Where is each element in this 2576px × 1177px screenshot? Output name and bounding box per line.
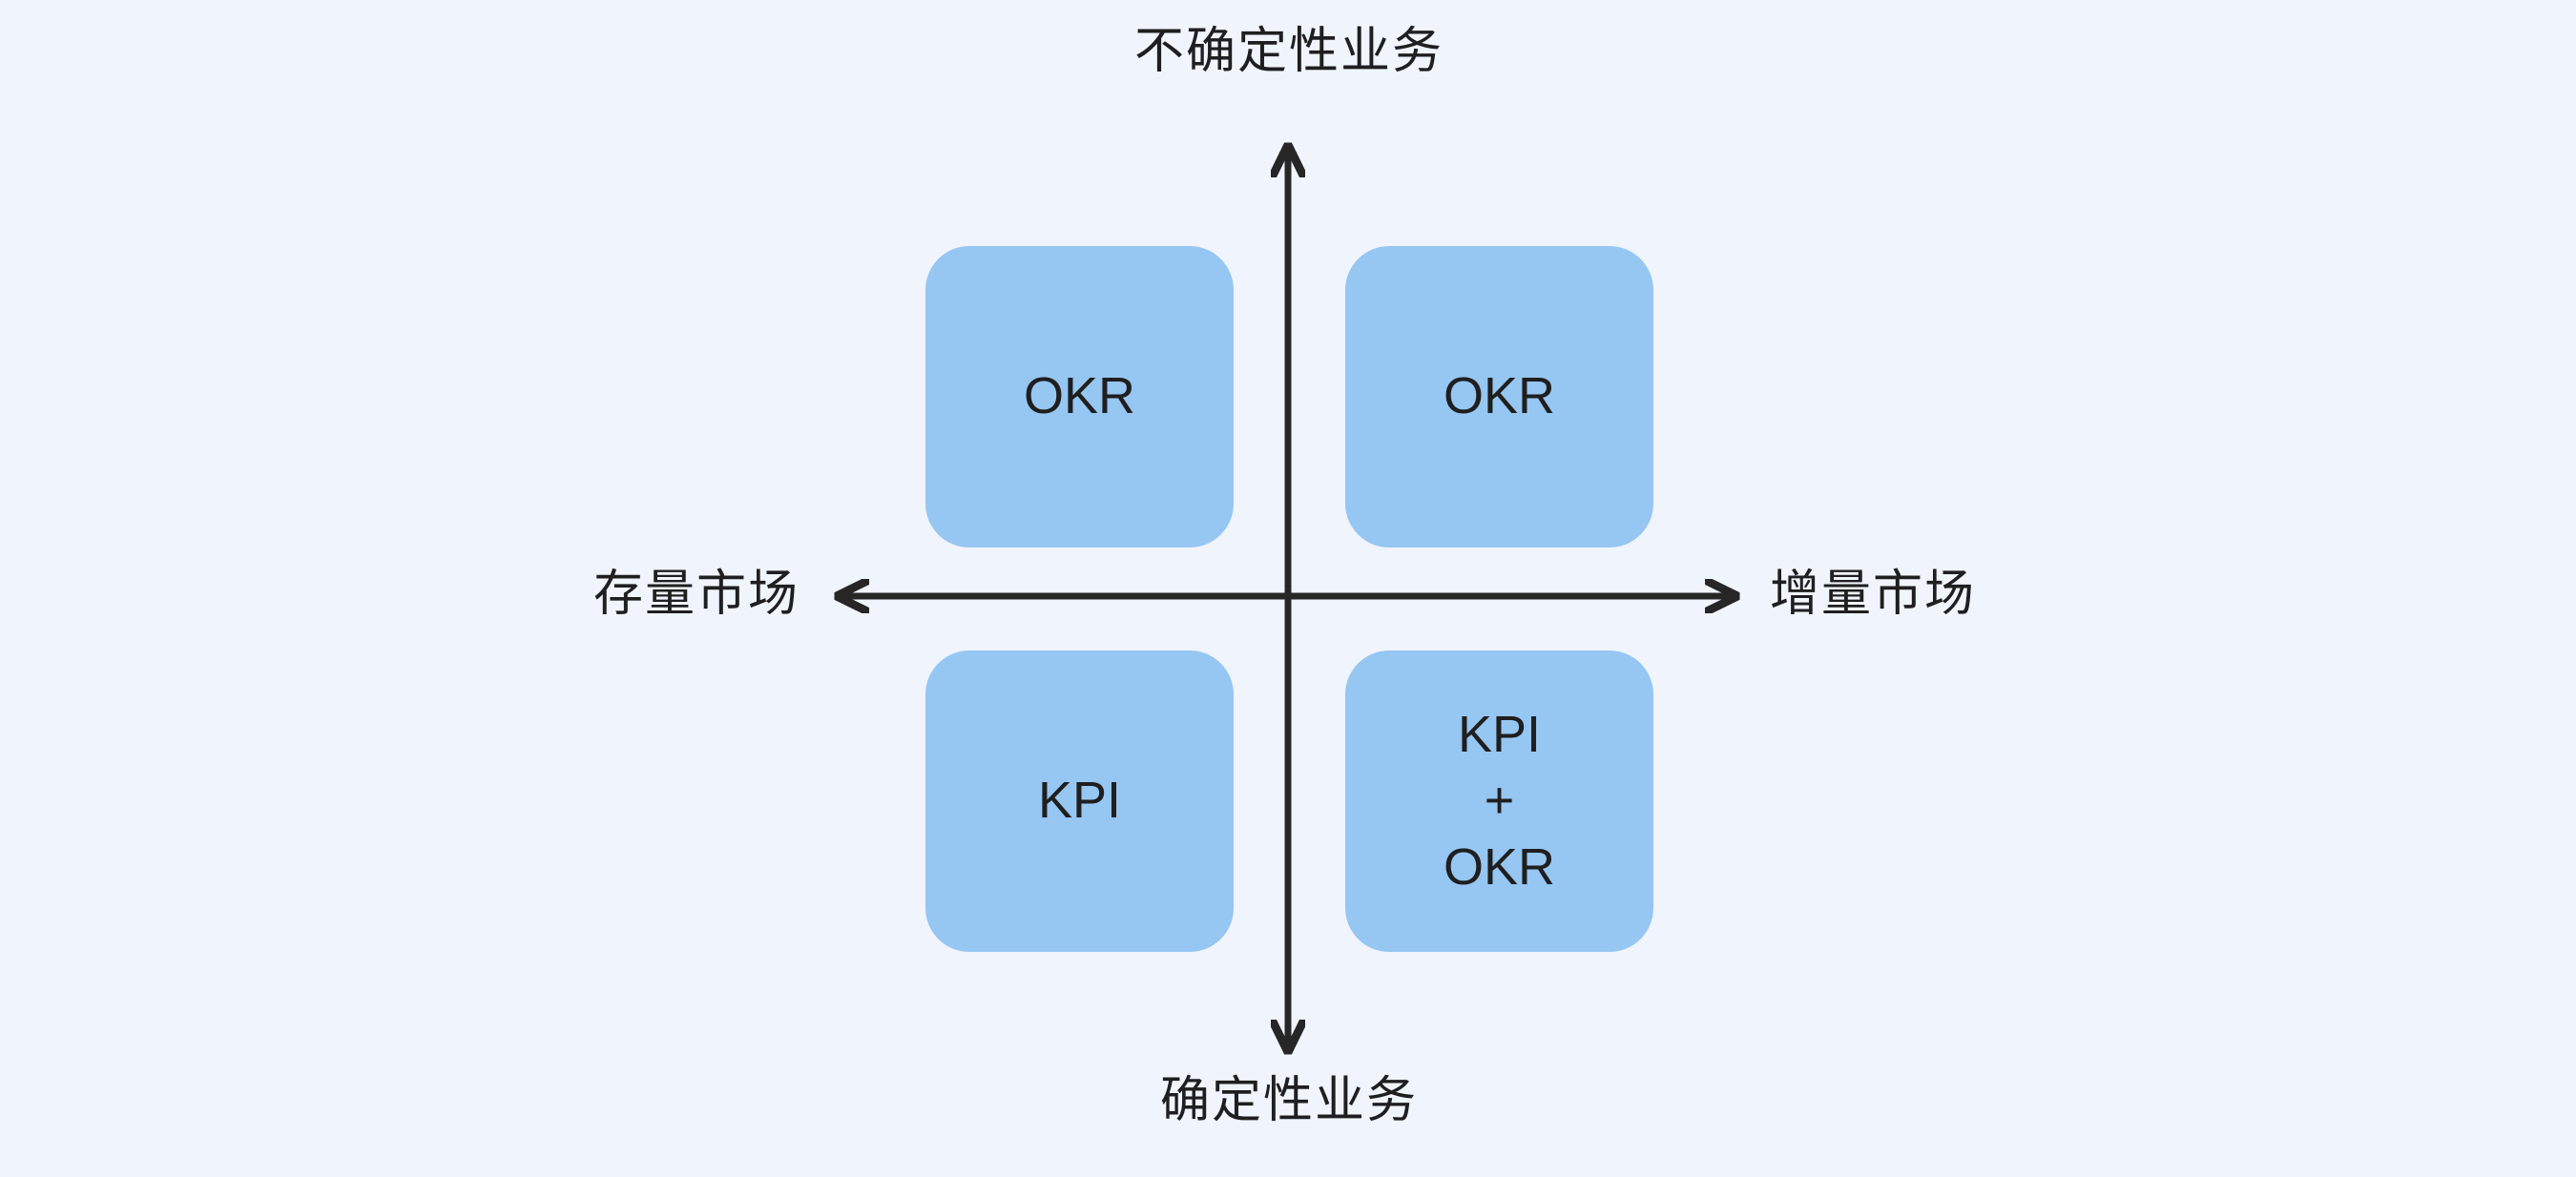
quadrant-label: OKR bbox=[1023, 367, 1136, 425]
quadrant-card-top-right[interactable]: OKR bbox=[1345, 246, 1653, 547]
axis-label-left: 存量市场 bbox=[592, 567, 800, 622]
axis-label-right: 增量市场 bbox=[1770, 567, 1977, 622]
axis-label-bottom: 确定性业务 bbox=[1159, 1073, 1419, 1128]
quadrant-card-top-left[interactable]: OKR bbox=[925, 246, 1234, 547]
quadrant-label: KPI bbox=[1037, 772, 1122, 830]
quadrant-label: KPI bbox=[1457, 706, 1542, 764]
quadrant-card-bottom-right[interactable]: KPI + OKR bbox=[1345, 650, 1653, 952]
quadrant-label: OKR bbox=[1443, 367, 1556, 425]
quadrant-card-bottom-left[interactable]: KPI bbox=[925, 650, 1234, 952]
axis-label-top: 不确定性业务 bbox=[1133, 24, 1444, 79]
quadrant-label-secondary: OKR bbox=[1443, 837, 1556, 896]
quadrant-label-plus: + bbox=[1484, 772, 1515, 830]
